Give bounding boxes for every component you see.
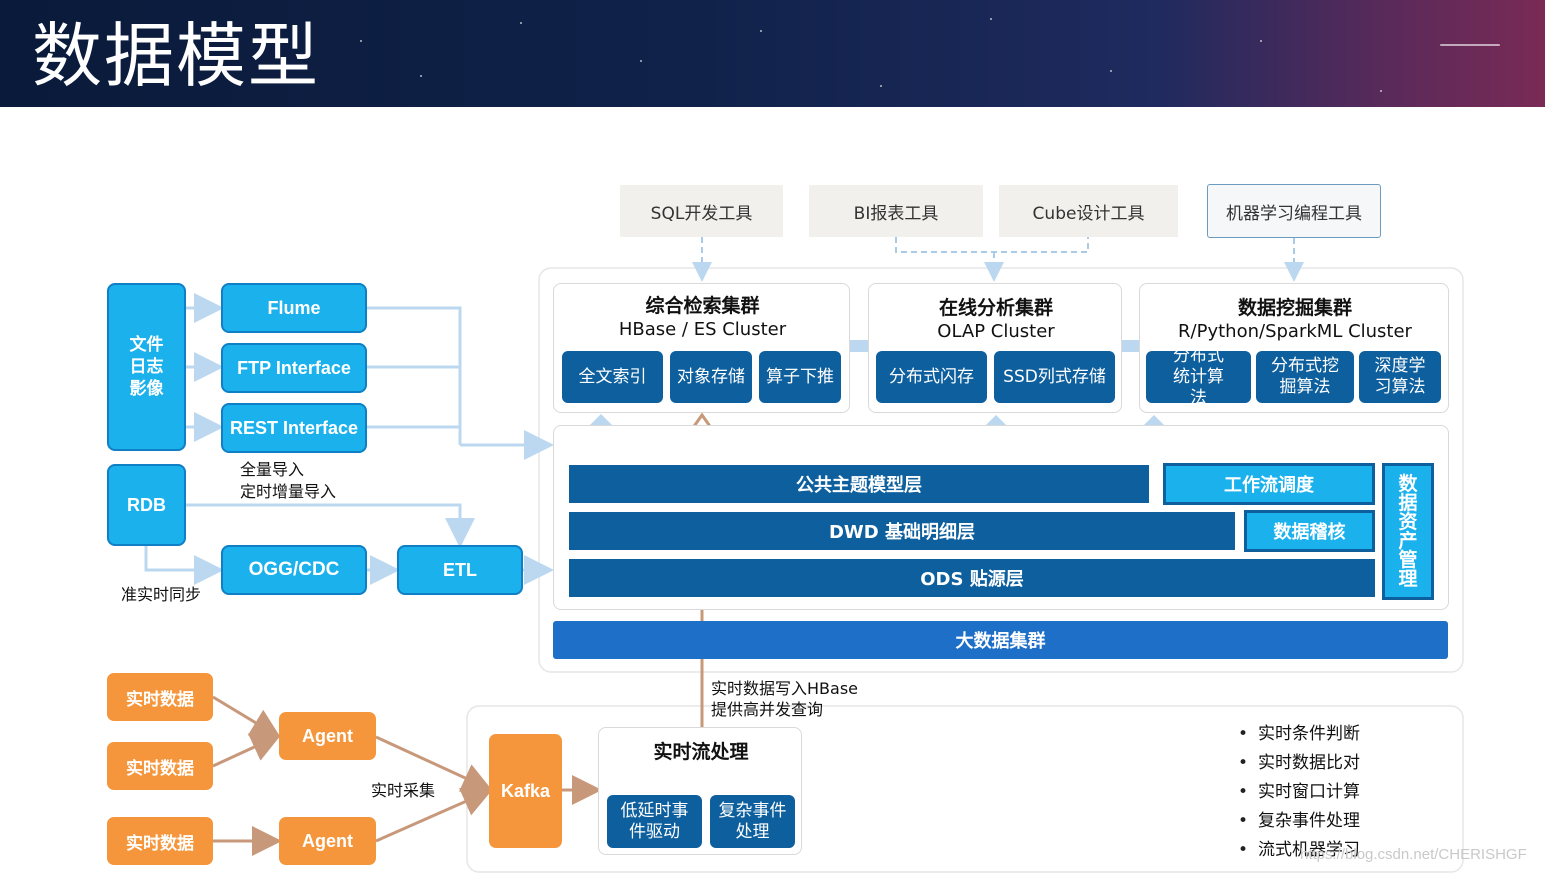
header-banner [0,0,1545,107]
watermark: https://blog.csdn.net/CHERISHGF [1300,846,1527,863]
distributed-flash: 分布式闪存 [876,351,987,403]
ml-tool: 机器学习编程工具 [1207,184,1381,238]
realtime-collect-label: 实时采集 [371,781,436,800]
list-item: 实时数据比对 [1238,749,1360,778]
mining-cluster-subtitle: R/Python/SparkML Cluster [1178,320,1412,342]
page-title: 数据模型 [32,15,320,97]
low-latency-event-driven: 低延时事件驱动 [607,795,702,848]
distributed-statistics: 分布式统计算法 [1146,346,1251,408]
bigdata-cluster-bar: 大数据集群 [553,621,1448,659]
olap-cluster-title: 在线分析集群 [938,296,1053,319]
realtime-source-3: 实时数据 [107,817,213,865]
agent-box-2: Agent [279,817,376,865]
workflow-schedule: 工作流调度 [1163,463,1375,505]
sql-tool: SQL开发工具 [620,185,783,237]
list-item: 实时窗口计算 [1238,778,1360,807]
ods-layer: ODS 贴源层 [569,559,1375,597]
data-audit: 数据稽核 [1244,510,1375,552]
cube-tool: Cube设计工具 [999,185,1178,237]
rest-interface-box: REST Interface [221,403,367,453]
flume-box: Flume [221,283,367,333]
mining-cluster-title: 数据挖掘集群 [1237,296,1352,319]
olap-cluster-subtitle: OLAP Cluster [937,320,1055,342]
operator-pushdown: 算子下推 [759,351,841,403]
kafka-box: Kafka [489,734,562,848]
realtime-source-2: 实时数据 [107,742,213,790]
bi-tool: BI报表工具 [809,185,983,237]
ssd-columnar-storage: SSD列式存储 [994,351,1115,403]
complex-event-processing: 复杂事件处理 [710,795,795,848]
etl-box: ETL [397,545,523,595]
file-log-image-source: 文件日志影像 [107,283,186,451]
deep-learning: 深度学习算法 [1359,351,1441,403]
realtime-source-1: 实时数据 [107,673,213,721]
dwd-layer: DWD 基础明细层 [569,512,1235,550]
list-item: 流式机器学习 [1238,836,1360,865]
list-item: 实时条件判断 [1238,720,1360,749]
high-concurrency-label: 提供高并发查询 [711,700,824,719]
realtime-capability-list: 实时条件判断 实时数据比对 实时窗口计算 复杂事件处理 流式机器学习 [1238,720,1360,865]
data-asset-management: 数据资产管理 [1382,463,1434,600]
ftp-interface-box: FTP Interface [221,343,367,393]
mining-cluster: 数据挖掘集群 R/Python/SparkML Cluster 分布式统计算法 … [1139,283,1449,413]
ogg-cdc-box: OGG/CDC [221,545,367,595]
search-cluster-subtitle: HBase / ES Cluster [618,318,787,340]
incremental-import-label: 定时增量导入 [240,482,337,501]
search-cluster-title: 综合检索集群 [645,294,760,317]
hbase-write-label: 实时数据写入HBase [711,679,858,698]
stream-processing: 实时流处理 低延时事件驱动 复杂事件处理 [598,727,802,855]
common-topic-layer: 公共主题模型层 [569,465,1149,503]
olap-cluster: 在线分析集群 OLAP Cluster 分布式闪存 SSD列式存储 [868,283,1122,413]
agent-box-1: Agent [279,712,376,760]
object-storage: 对象存储 [670,351,752,403]
rdb-box: RDB [107,464,186,546]
fulltext-index: 全文索引 [562,351,663,403]
search-cluster: 综合检索集群 HBase / ES Cluster 全文索引 对象存储 算子下推 [553,283,850,413]
near-realtime-sync-label: 准实时同步 [121,585,202,604]
list-item: 复杂事件处理 [1238,807,1360,836]
stream-processing-title: 实时流处理 [653,740,749,763]
distributed-mining: 分布式挖掘算法 [1256,351,1354,403]
full-import-label: 全量导入 [240,460,305,479]
